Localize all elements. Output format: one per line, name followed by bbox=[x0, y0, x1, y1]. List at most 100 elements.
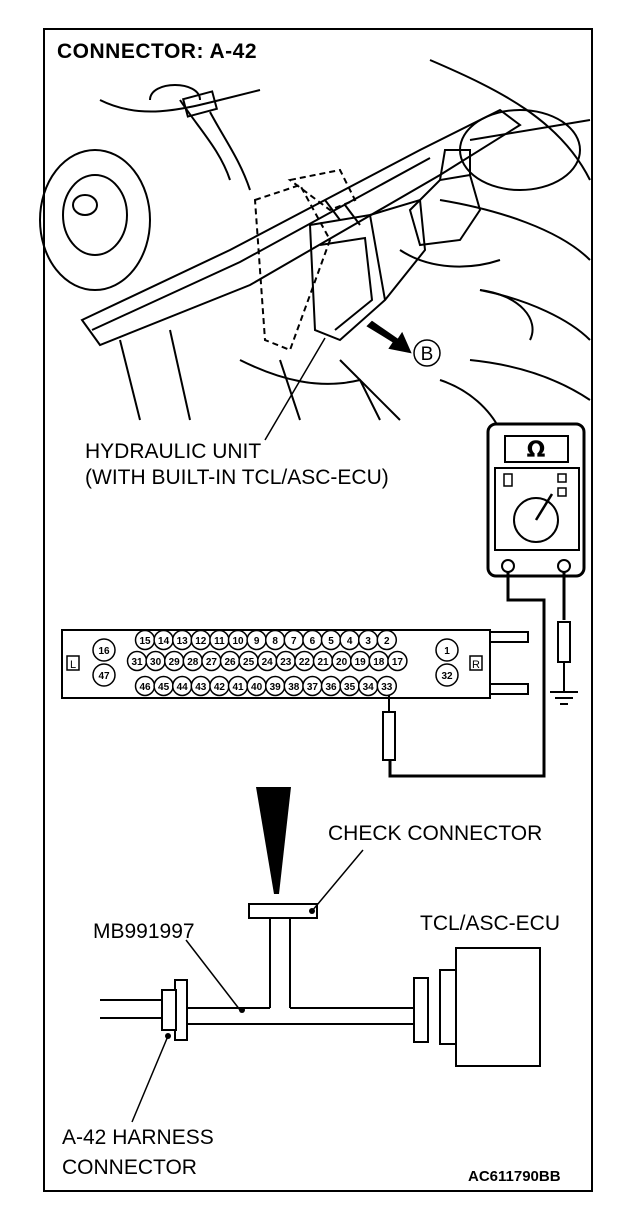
pin-row3: 39 bbox=[264, 675, 286, 697]
pin-number: 34 bbox=[363, 682, 375, 693]
pin-row3: 38 bbox=[283, 675, 305, 697]
view-arrow bbox=[366, 320, 412, 354]
ground-icon bbox=[550, 691, 578, 705]
pin-row2: 18 bbox=[368, 650, 390, 672]
harness-connector-body bbox=[161, 989, 177, 1031]
pointer-triangle bbox=[256, 787, 291, 894]
pin-row1: 12 bbox=[190, 629, 212, 651]
pin-row1: 14 bbox=[153, 629, 174, 651]
figure-frame bbox=[43, 28, 593, 1192]
harness-label: A-42 HARNESS bbox=[62, 1126, 214, 1149]
pin-number: 25 bbox=[243, 657, 255, 668]
pin-row2: 20 bbox=[331, 650, 352, 672]
pin-number: 6 bbox=[310, 636, 316, 647]
pin-number: 18 bbox=[373, 657, 385, 668]
pin-row2: 26 bbox=[219, 650, 241, 672]
pin-row1: 6 bbox=[302, 629, 323, 651]
ecu-plug bbox=[439, 969, 457, 1045]
pin-number: 20 bbox=[336, 657, 348, 668]
ohmmeter-terminal-left bbox=[501, 559, 515, 573]
pin-number: 9 bbox=[254, 636, 260, 647]
pin-number: 17 bbox=[392, 657, 404, 668]
ground-probe bbox=[557, 621, 571, 663]
view-marker-letter: B bbox=[421, 344, 434, 365]
pin-number: 23 bbox=[280, 657, 292, 668]
page-title: CONNECTOR: A-42 bbox=[57, 40, 258, 63]
pin-number: 24 bbox=[262, 657, 274, 668]
pin-number: 42 bbox=[214, 682, 226, 693]
pin-number: 12 bbox=[195, 636, 207, 647]
pin-number: 2 bbox=[384, 636, 390, 647]
pin-number: 32 bbox=[441, 671, 453, 682]
pin-right-top: 1 bbox=[435, 638, 459, 662]
pin-number: 21 bbox=[317, 657, 329, 668]
pin-number: 13 bbox=[177, 636, 189, 647]
check-connector bbox=[248, 903, 318, 919]
pin-number: 41 bbox=[232, 682, 244, 693]
pin-number: 8 bbox=[272, 636, 278, 647]
pin-row2: 19 bbox=[349, 650, 371, 672]
pin-right-bottom: 32 bbox=[435, 663, 459, 687]
pin-number: 27 bbox=[206, 657, 218, 668]
pin-row3: 41 bbox=[227, 675, 249, 697]
pin-number: 46 bbox=[139, 682, 151, 693]
pin-row1: 3 bbox=[357, 629, 379, 651]
pin-number: 37 bbox=[307, 682, 319, 693]
ecu-connector-flange bbox=[413, 977, 429, 1043]
pin-row2: 22 bbox=[294, 650, 315, 672]
connector-probe bbox=[382, 711, 396, 761]
ecu-body bbox=[455, 947, 541, 1067]
harness-leader bbox=[131, 1035, 169, 1123]
pin-row3: 44 bbox=[171, 675, 193, 697]
pin-number: 31 bbox=[131, 657, 143, 668]
pin-number: 5 bbox=[328, 636, 334, 647]
pin-number: 3 bbox=[365, 636, 371, 647]
connector-right-label-box bbox=[469, 655, 483, 671]
pin-number: 4 bbox=[347, 636, 353, 647]
pin-number: 39 bbox=[270, 682, 282, 693]
pin-row2: 27 bbox=[201, 650, 222, 672]
connector-left-label: L bbox=[70, 659, 76, 671]
pin-row1: 10 bbox=[227, 629, 249, 651]
pin-row1: 2 bbox=[376, 629, 398, 651]
pin-row3: 42 bbox=[209, 675, 230, 697]
pin-left-bottom: 47 bbox=[92, 663, 116, 687]
pin-row3: 36 bbox=[320, 675, 342, 697]
pin-row2: 25 bbox=[238, 650, 259, 672]
pin-number: 14 bbox=[158, 636, 170, 647]
pin-number: 35 bbox=[344, 682, 356, 693]
connector-right-label: R bbox=[472, 659, 480, 671]
pin-number: 36 bbox=[325, 682, 337, 693]
pin-row1: 8 bbox=[264, 629, 286, 651]
pin-row2: 21 bbox=[312, 650, 334, 672]
pin-row2: 17 bbox=[387, 650, 408, 672]
pin-row2: 23 bbox=[275, 650, 297, 672]
pin-row2: 29 bbox=[163, 650, 185, 672]
pin-number: 19 bbox=[355, 657, 367, 668]
pin-number: 22 bbox=[299, 657, 311, 668]
pin-number: 7 bbox=[291, 636, 297, 647]
pin-row3: 37 bbox=[302, 675, 323, 697]
pin-row1: 11 bbox=[209, 629, 230, 651]
pin-row1: 4 bbox=[339, 629, 360, 651]
view-marker-circle bbox=[413, 339, 441, 367]
pin-number: 1 bbox=[444, 646, 450, 657]
hydraulic-unit-label: HYDRAULIC UNIT bbox=[85, 440, 262, 463]
pin-row1: 9 bbox=[246, 629, 267, 651]
pin-number: 47 bbox=[98, 671, 110, 682]
meter-lead-left bbox=[388, 572, 546, 778]
ohmmeter-terminal-right bbox=[557, 559, 571, 573]
pin-row1: 7 bbox=[283, 629, 305, 651]
vehicle-harness bbox=[100, 999, 162, 1019]
pin-number: 33 bbox=[381, 682, 393, 693]
pin-number: 44 bbox=[177, 682, 189, 693]
tool-leader-dot bbox=[239, 1007, 245, 1013]
pin-row3: 33 bbox=[376, 675, 398, 697]
pin-number: 10 bbox=[232, 636, 244, 647]
check-connector-leader bbox=[311, 849, 364, 912]
hydraulic-unit-sublabel: (WITH BUILT-IN TCL/ASC-ECU) bbox=[85, 466, 389, 489]
tool-tee-stem bbox=[269, 918, 291, 1008]
pin-row3: 34 bbox=[357, 675, 379, 697]
